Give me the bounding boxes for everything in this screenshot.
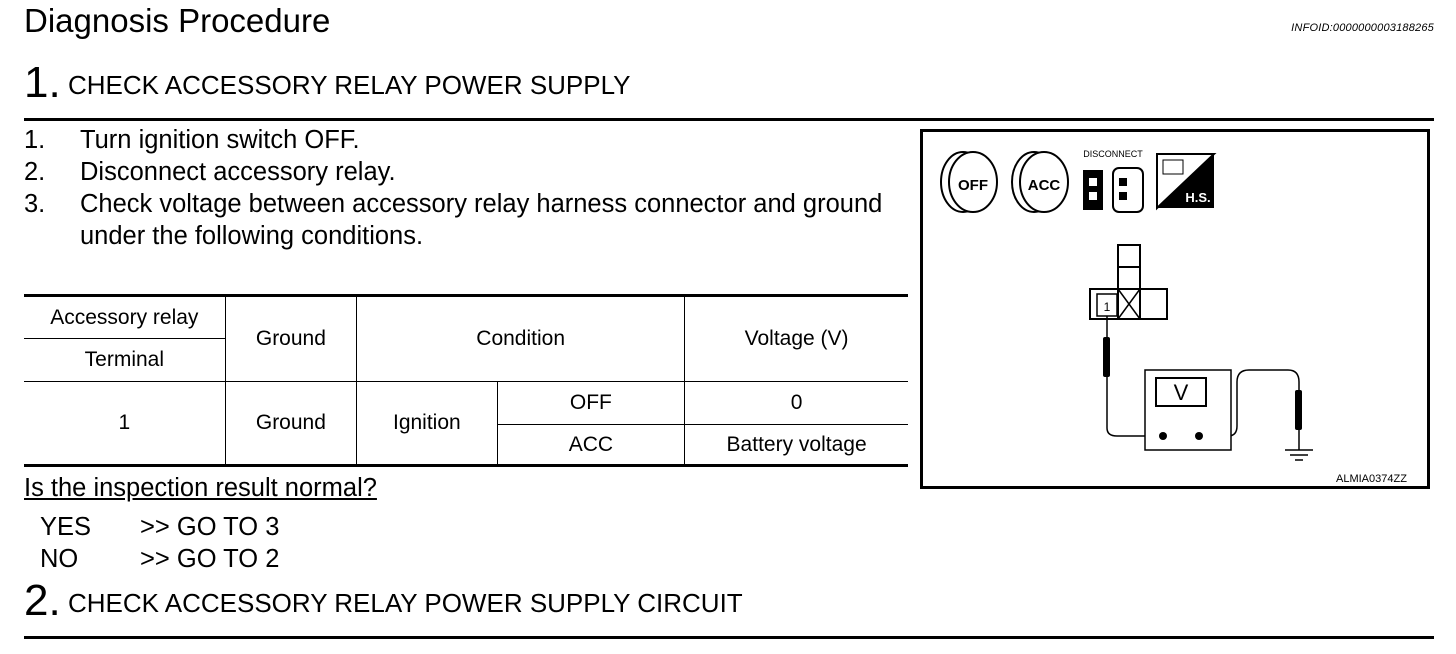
step-1-heading: 1. CHECK ACCESSORY RELAY POWER SUPPLY	[24, 58, 631, 108]
answer-no-key: NO	[40, 545, 79, 573]
instruction-item: 3. Check voltage between accessory relay…	[24, 188, 910, 252]
answer-yes: YES >> GO TO 3	[40, 513, 279, 542]
step-2-rule	[24, 636, 1434, 639]
instruction-item: 1. Turn ignition switch OFF.	[24, 124, 910, 156]
answer-no: NO >> GO TO 2	[40, 545, 279, 574]
ignition-acc-icon: ACC	[1011, 151, 1069, 213]
disconnect-connector-icon: DISCONNECT	[1083, 149, 1144, 213]
answer-no-action: >> GO TO 2	[140, 545, 280, 573]
cell-ground: Ground	[224, 381, 358, 467]
acc-label: ACC	[1028, 177, 1061, 194]
header-ground: Ground	[224, 294, 358, 382]
step-2-title: CHECK ACCESSORY RELAY POWER SUPPLY CIRCU…	[67, 588, 743, 618]
step-1-instructions: 1. Turn ignition switch OFF. 2. Disconne…	[24, 124, 910, 252]
header-condition: Condition	[356, 294, 686, 382]
instruction-number: 2.	[24, 158, 46, 186]
cell-state-off: OFF	[496, 381, 686, 425]
disconnect-label: DISCONNECT	[1083, 149, 1143, 159]
cell-state-acc: ACC	[497, 424, 686, 467]
step-2-number: 2.	[24, 576, 61, 625]
cell-voltage-off: 0	[684, 381, 908, 425]
header-voltage: Voltage (V)	[684, 294, 908, 382]
wiring-diagram: OFF ACC DISCONNECT H.S.	[940, 149, 1313, 461]
answer-yes-key: YES	[40, 513, 92, 541]
inspection-question: Is the inspection result normal?	[24, 474, 377, 502]
ground-symbol-icon	[1285, 449, 1313, 461]
step-1-number: 1.	[24, 58, 61, 107]
instruction-text: Check voltage between accessory relay ha…	[80, 190, 883, 250]
terminal-label: 1	[1104, 300, 1111, 314]
voltage-spec-table: Accessory relay Ground Condition Voltage…	[24, 294, 908, 467]
figure-code: ALMIA0374ZZ	[1336, 473, 1407, 485]
answer-yes-action: >> GO TO 3	[140, 513, 280, 541]
ignition-off-icon: OFF	[940, 151, 998, 213]
header-accessory-relay: Accessory relay	[24, 294, 226, 339]
instruction-item: 2. Disconnect accessory relay.	[24, 156, 910, 188]
instruction-number: 1.	[24, 126, 46, 154]
hs-label: H.S.	[1185, 190, 1210, 205]
harness-side-icon: H.S.	[1156, 153, 1217, 211]
header-terminal: Terminal	[84, 348, 165, 371]
page-title: Diagnosis Procedure	[24, 2, 331, 39]
cell-terminal: 1	[24, 381, 226, 467]
wiring-figure: OFF ACC DISCONNECT H.S.	[920, 129, 1430, 489]
voltmeter: V	[1144, 369, 1232, 451]
cell-voltage-acc: Battery voltage	[684, 424, 908, 467]
relay-connector: 1	[1089, 244, 1168, 320]
step-1-rule	[24, 118, 1434, 121]
cell-condition: Ignition	[356, 381, 498, 467]
voltmeter-label: V	[1174, 380, 1189, 405]
step-1-title: CHECK ACCESSORY RELAY POWER SUPPLY	[67, 70, 631, 100]
instruction-number: 3.	[24, 190, 46, 218]
step-2-heading: 2. CHECK ACCESSORY RELAY POWER SUPPLY CI…	[24, 576, 743, 626]
instruction-text: Disconnect accessory relay.	[80, 158, 396, 186]
instruction-text: Turn ignition switch OFF.	[80, 126, 360, 154]
off-label: OFF	[958, 177, 988, 194]
info-id: INFOID:0000000003188265	[1291, 22, 1434, 34]
meter-probes	[1103, 316, 1302, 450]
